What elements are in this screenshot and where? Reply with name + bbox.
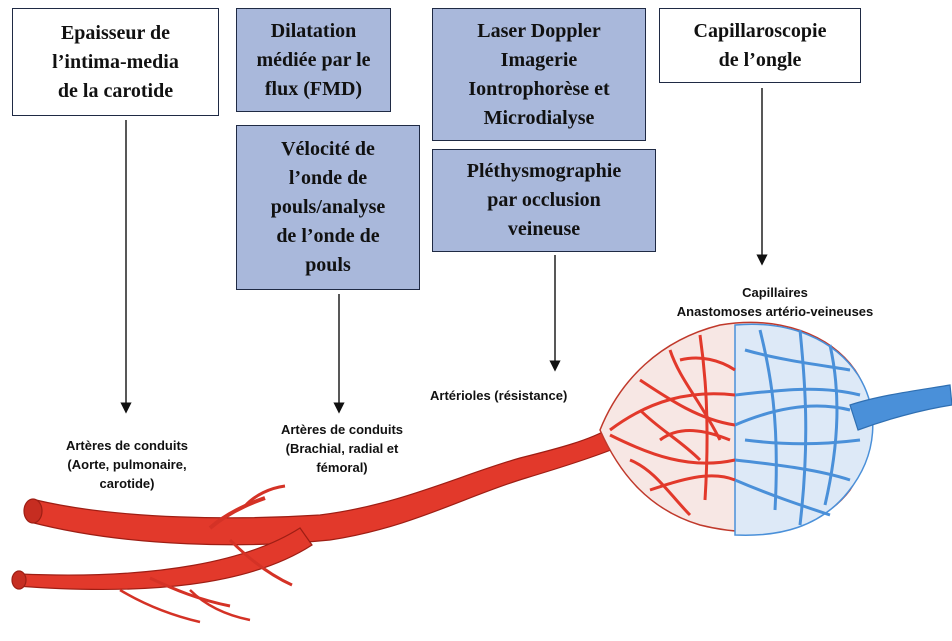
label-conduit-arteries-medium: Artères de conduits (Brachial, radial et… [242, 420, 442, 477]
capillary-bed [600, 322, 952, 535]
label-conduit-arteries-large: Artères de conduits (Aorte, pulmonaire, … [22, 436, 232, 493]
label-capillaries: Capillaires Anastomoses artério-veineuse… [625, 283, 925, 321]
label-arterioles: Artérioles (résistance) [430, 386, 635, 405]
